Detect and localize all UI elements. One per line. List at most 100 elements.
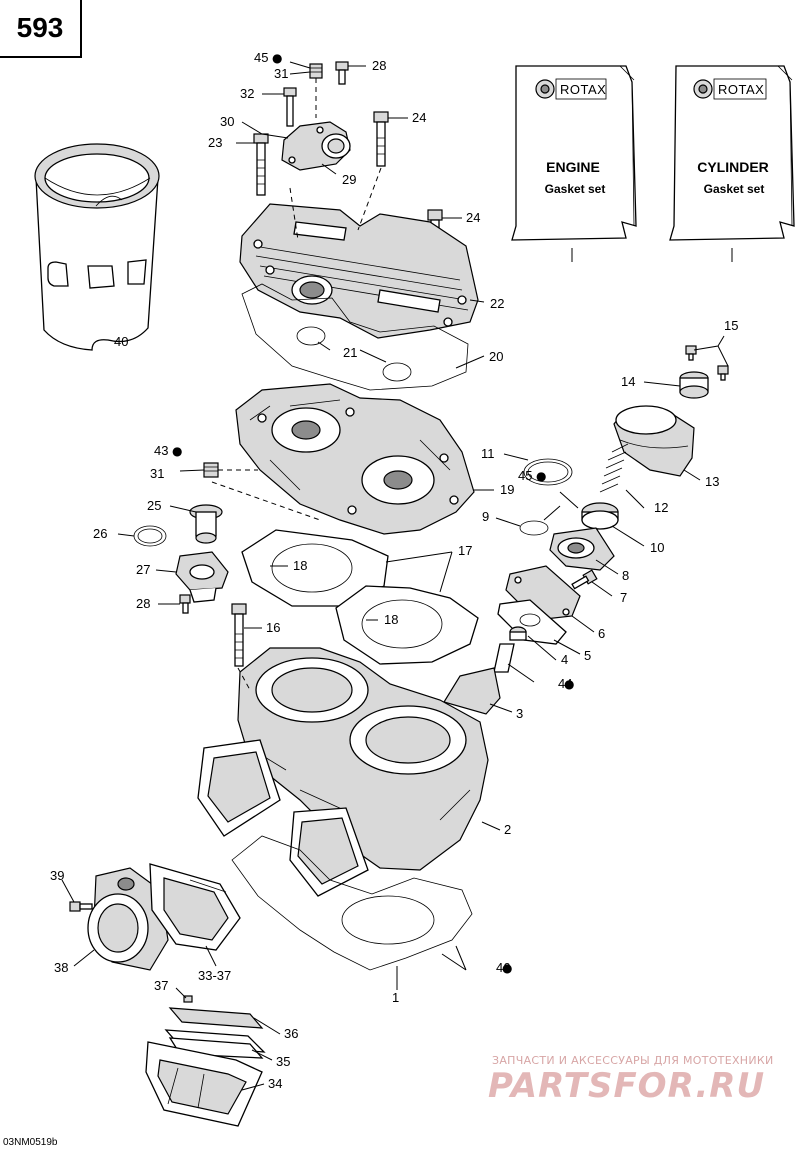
engine-kit-brand: ROTAX	[560, 82, 606, 97]
callout-c20[interactable]: 20	[489, 349, 503, 364]
callout-c21[interactable]: 21	[343, 345, 357, 360]
oil-drop-icon: ●	[272, 51, 282, 65]
callout-c31a[interactable]: 31	[274, 66, 288, 81]
callout-c17[interactable]: 17	[458, 543, 472, 558]
callout-c24a[interactable]: 24	[412, 110, 426, 125]
callout-c22[interactable]: 22	[490, 296, 504, 311]
callout-c15[interactable]: 15	[724, 318, 738, 333]
callout-c10[interactable]: 10	[650, 540, 664, 555]
oil-drop-icon: ●	[564, 677, 574, 691]
callout-c28a[interactable]: 28	[372, 58, 386, 73]
callout-c19[interactable]: 19	[500, 482, 514, 497]
callout-c29[interactable]: 29	[342, 172, 356, 187]
alignment-dashed-lines	[211, 78, 382, 691]
head-cover-gasket-20[interactable]	[241, 283, 469, 391]
reed-cage-34[interactable]	[145, 1041, 263, 1127]
o-ring-21[interactable]	[296, 326, 412, 382]
screw-37[interactable]	[183, 995, 193, 1003]
base-gasket-1[interactable]	[231, 835, 473, 971]
bolt-23[interactable]	[253, 133, 269, 196]
cylinder-block-2[interactable]	[197, 647, 489, 897]
fitting-31-top[interactable]	[309, 63, 323, 79]
callout-c45b[interactable]: 45	[518, 468, 532, 483]
bolt-24-upper[interactable]	[373, 111, 389, 167]
intake-manifold-38[interactable]	[87, 867, 169, 971]
reed-stop-36[interactable]	[168, 1007, 264, 1029]
callout-c13[interactable]: 13	[705, 474, 719, 489]
callout-c14[interactable]: 14	[621, 374, 635, 389]
head-gasket-17-rear[interactable]	[335, 585, 479, 665]
cylinder-head-cover-22[interactable]	[239, 203, 479, 339]
fitting-31-side[interactable]	[203, 462, 219, 478]
callout-c31b[interactable]: 31	[150, 466, 164, 481]
callout-c25[interactable]: 25	[147, 498, 161, 513]
gasket-5[interactable]	[497, 599, 567, 645]
head-gasket-17-front[interactable]	[241, 529, 389, 607]
cylinder-kit-brand: ROTAX	[718, 82, 764, 97]
engine-gasket-set-booklet[interactable]: ROTAX ENGINE Gasket set	[511, 65, 637, 241]
callout-c9[interactable]: 9	[482, 509, 489, 524]
callout-c37[interactable]: 37	[154, 978, 168, 993]
callout-c24b[interactable]: 24	[466, 210, 480, 225]
bolt-32[interactable]	[283, 87, 297, 127]
callout-c46[interactable]: 46	[496, 960, 510, 975]
callout-c18a[interactable]: 18	[293, 558, 307, 573]
bolt-7[interactable]	[571, 569, 598, 590]
callout-c6[interactable]: 6	[598, 626, 605, 641]
cylinder-gasket-set-booklet[interactable]: ROTAX CYLINDER Gasket set	[669, 65, 795, 241]
callout-c44[interactable]: 44	[558, 676, 572, 691]
callout-c3[interactable]: 3	[516, 706, 523, 721]
callout-c7[interactable]: 7	[620, 590, 627, 605]
bolt-39[interactable]	[69, 901, 93, 912]
callout-c40[interactable]: 40	[114, 334, 128, 349]
reed-valve-33-37[interactable]	[149, 863, 241, 951]
valve-cover-13[interactable]	[613, 405, 695, 477]
o-ring-11[interactable]	[523, 458, 573, 486]
callout-c30[interactable]: 30	[220, 114, 234, 129]
callout-c28b[interactable]: 28	[136, 596, 150, 611]
bolt-28-side[interactable]	[179, 594, 191, 614]
callout-c32[interactable]: 32	[240, 86, 254, 101]
thermostat-25[interactable]	[189, 504, 223, 544]
piston-10[interactable]	[581, 502, 619, 530]
gasket-ring-26[interactable]	[133, 525, 167, 547]
callout-c35[interactable]: 35	[276, 1054, 290, 1069]
callout-c36[interactable]: 36	[284, 1026, 298, 1041]
callout-c27[interactable]: 27	[136, 562, 150, 577]
callout-c1[interactable]: 1	[392, 990, 399, 1005]
bolt-28-top[interactable]	[335, 61, 349, 85]
callout-c3337[interactable]: 33-37	[198, 968, 231, 983]
callout-c12[interactable]: 12	[654, 500, 668, 515]
callout-c43[interactable]: 43	[154, 443, 168, 458]
callout-c39[interactable]: 39	[50, 868, 64, 883]
screws-15[interactable]	[685, 345, 729, 381]
cap-14[interactable]	[679, 371, 709, 399]
callout-c38[interactable]: 38	[54, 960, 68, 975]
callout-c26[interactable]: 26	[93, 526, 107, 541]
o-ring-9[interactable]	[519, 520, 549, 536]
bolt-16[interactable]	[231, 603, 247, 667]
oil-drop-icon: ●	[536, 469, 546, 483]
callout-c2[interactable]: 2	[504, 822, 511, 837]
cylinder-head-19[interactable]	[235, 383, 475, 535]
callout-c8[interactable]: 8	[622, 568, 629, 583]
thermostat-cover-27[interactable]	[175, 551, 229, 603]
bellows-8[interactable]	[549, 527, 615, 571]
leader-lines	[61, 61, 733, 1091]
callout-c34[interactable]: 34	[268, 1076, 282, 1091]
nut-4[interactable]	[509, 626, 527, 641]
exhaust-valve-3[interactable]	[443, 643, 515, 715]
callout-c4[interactable]: 4	[561, 652, 568, 667]
callout-c16[interactable]: 16	[266, 620, 280, 635]
callout-c45a[interactable]: 45	[254, 50, 268, 65]
thermostat-housing-29[interactable]	[281, 121, 351, 171]
callout-c23[interactable]: 23	[208, 135, 222, 150]
spring-12[interactable]	[599, 443, 629, 493]
cylinder-sleeve[interactable]	[34, 143, 160, 351]
callout-c5[interactable]: 5	[584, 648, 591, 663]
callout-c18b[interactable]: 18	[384, 612, 398, 627]
callout-c11[interactable]: 11	[481, 446, 495, 461]
